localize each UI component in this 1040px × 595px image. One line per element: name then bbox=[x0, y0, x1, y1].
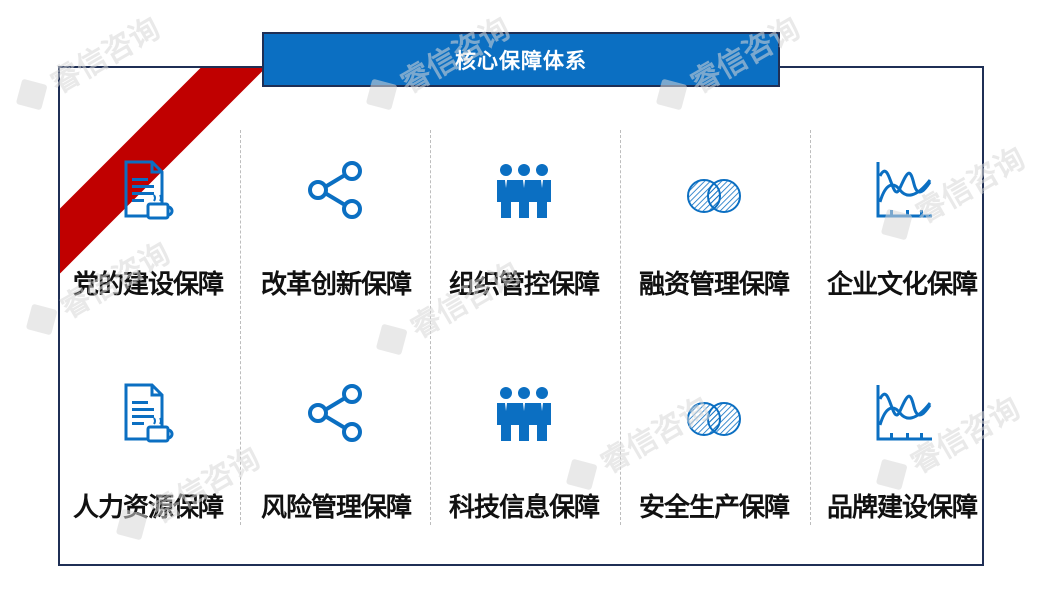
column-separator bbox=[810, 130, 811, 525]
team-icon bbox=[497, 164, 551, 218]
team-icon bbox=[497, 387, 551, 441]
item-label: 品牌建设保障 bbox=[826, 493, 978, 523]
wave-chart-icon bbox=[876, 385, 932, 441]
item-label: 风险管理保障 bbox=[260, 493, 412, 523]
item-org-control: 组织管控保障 bbox=[430, 140, 618, 340]
venn-icon bbox=[687, 402, 741, 436]
column-separator bbox=[620, 130, 621, 525]
item-tech-info: 科技信息保障 bbox=[430, 363, 618, 563]
item-brand-building: 品牌建设保障 bbox=[808, 363, 996, 563]
venn-icon bbox=[687, 179, 741, 213]
item-financing: 融资管理保障 bbox=[620, 140, 808, 340]
item-label: 改革创新保障 bbox=[260, 270, 412, 300]
item-party-building: 党的建设保障 bbox=[54, 140, 242, 340]
share-icon bbox=[308, 384, 362, 442]
item-label: 组织管控保障 bbox=[448, 270, 600, 300]
item-label: 融资管理保障 bbox=[638, 270, 790, 300]
item-label: 党的建设保障 bbox=[72, 270, 224, 300]
item-label: 科技信息保障 bbox=[448, 493, 600, 523]
item-corporate-culture: 企业文化保障 bbox=[808, 140, 996, 340]
item-safety-production: 安全生产保障 bbox=[620, 363, 808, 563]
column-separator bbox=[430, 130, 431, 525]
item-human-resources: 人力资源保障 bbox=[54, 363, 242, 563]
column-separator bbox=[240, 130, 241, 525]
item-label: 企业文化保障 bbox=[826, 270, 978, 300]
item-label: 安全生产保障 bbox=[638, 493, 790, 523]
item-risk-management: 风险管理保障 bbox=[242, 363, 430, 563]
share-icon bbox=[308, 161, 362, 219]
document-coffee-icon bbox=[124, 160, 174, 220]
page-title: 核心保障体系 bbox=[262, 32, 780, 87]
wave-chart-icon bbox=[876, 162, 932, 218]
document-coffee-icon bbox=[124, 383, 174, 443]
main-frame bbox=[58, 66, 984, 566]
item-label: 人力资源保障 bbox=[72, 493, 224, 523]
item-reform-innovation: 改革创新保障 bbox=[242, 140, 430, 340]
